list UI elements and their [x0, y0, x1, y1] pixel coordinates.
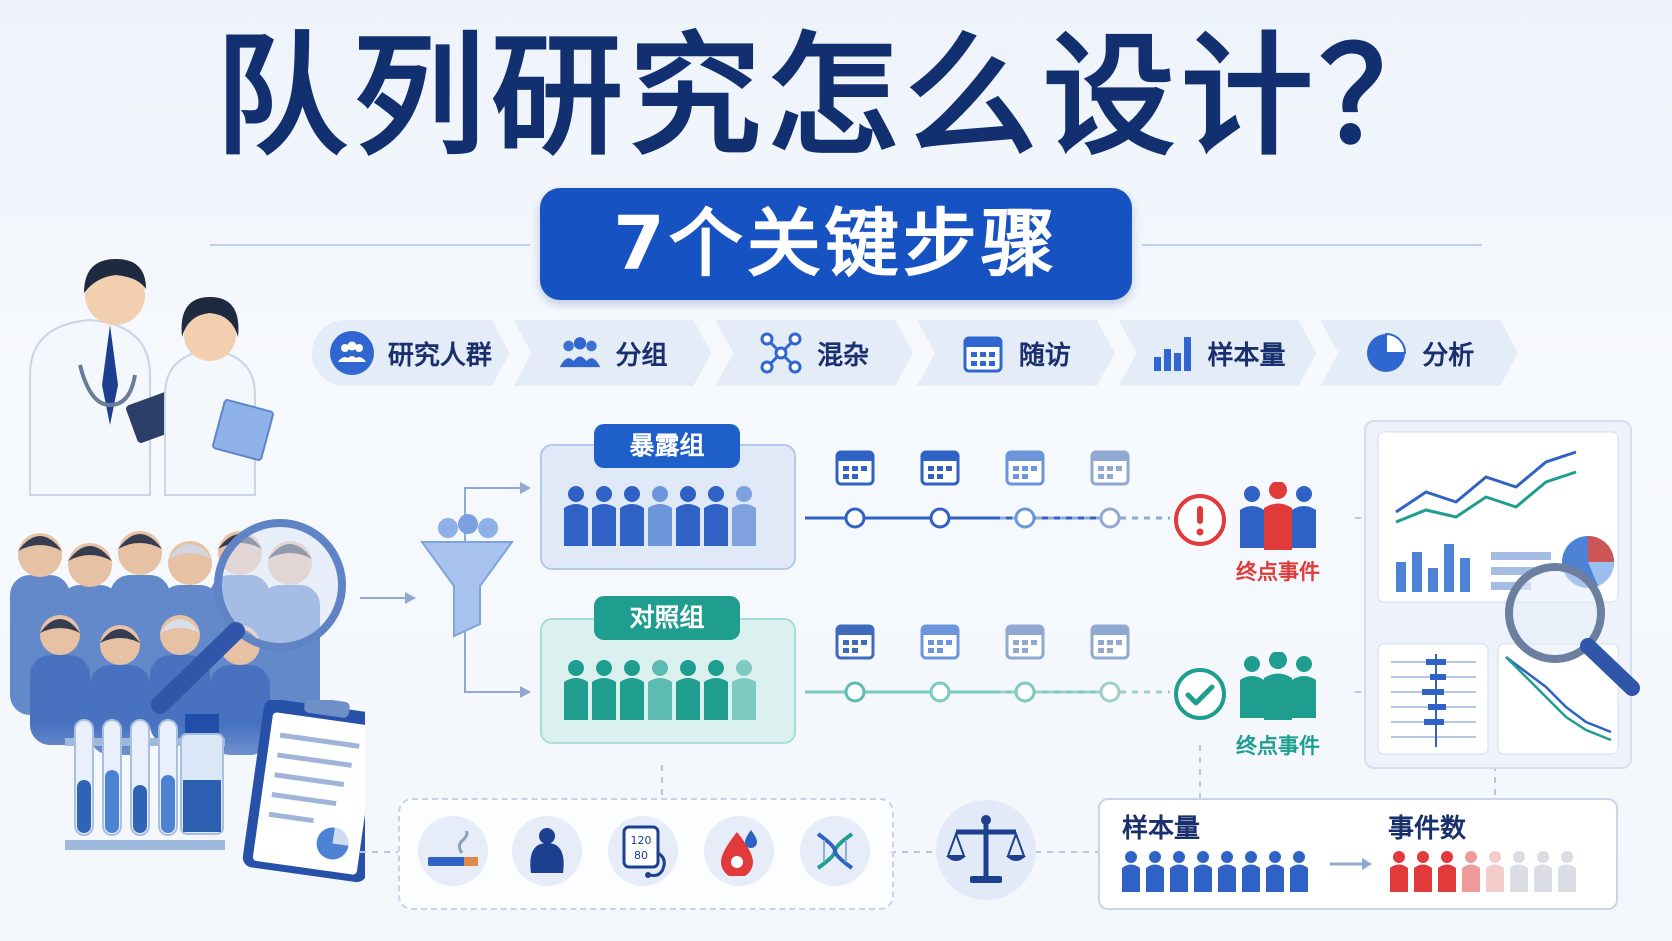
funnel-icon	[420, 514, 514, 638]
page-title: 队列研究怎么设计？	[215, 20, 1457, 174]
exposed-group-label: 暴露组	[594, 424, 740, 468]
step-follow-up[interactable]: 随访	[917, 320, 1115, 386]
obesity-icon	[512, 816, 582, 886]
step-sample-size[interactable]: 样本量	[1119, 320, 1317, 386]
control-endpoint-label: 终点事件	[1236, 734, 1320, 758]
step-grouping[interactable]: 分组	[514, 320, 712, 386]
test-tube-icon	[74, 719, 178, 836]
step-analysis[interactable]: 分析	[1320, 320, 1518, 386]
people-icon	[330, 331, 374, 375]
control-people-icon	[564, 660, 756, 720]
event-people-icon	[1390, 851, 1576, 892]
bp-diastolic: 80	[634, 849, 648, 862]
timeline-calendar-icon	[835, 450, 1130, 660]
control-group-label: 对照组	[594, 596, 740, 640]
step-label: 分析	[1422, 340, 1475, 371]
subtitle-banner: 7个关键步骤	[540, 188, 1132, 300]
exposed-endpoint-label: 终点事件	[1236, 560, 1320, 584]
analysis-magnifier-icon	[1505, 563, 1640, 696]
bar-chart-icon	[1150, 331, 1194, 375]
arrow-right-icon	[1330, 858, 1372, 870]
step-label: 随访	[1018, 340, 1071, 371]
step-study-population[interactable]: 研究人群	[312, 320, 510, 386]
check-icon	[1174, 668, 1226, 720]
analysis-dashboard	[1364, 420, 1632, 769]
exposed-people-icon	[564, 486, 756, 546]
timeline-node-icon	[844, 507, 1121, 703]
doctor-female-icon	[164, 297, 274, 496]
step-confounding[interactable]: 混杂	[715, 320, 913, 386]
sample-people-icon	[1122, 851, 1308, 892]
calendar-icon	[961, 331, 1005, 375]
lab-samples-illustration	[65, 700, 365, 883]
exposed-endpoint-people-icon	[1240, 482, 1316, 550]
follow-up-timelines	[805, 450, 1170, 703]
group-icon	[558, 331, 602, 375]
magnifier-icon	[151, 519, 346, 714]
sample-people-icons	[1122, 851, 1576, 892]
step-label: 分组	[615, 340, 668, 371]
steps-bar: 研究人群 分组 混杂 随访 样本量 分析	[312, 320, 1522, 386]
dna-icon	[800, 816, 870, 886]
step-label: 混杂	[817, 340, 870, 371]
clipboard-icon	[242, 700, 365, 883]
subtitle-divider-right	[1142, 244, 1482, 246]
pie-chart-icon	[1364, 331, 1408, 375]
smoking-icon	[418, 816, 488, 886]
balance-scale-circle	[936, 800, 1036, 900]
blood-glucose-icon	[704, 816, 774, 886]
balance-scale-icon	[946, 815, 1026, 883]
network-icon	[759, 331, 803, 375]
step-label: 研究人群	[387, 340, 492, 371]
events-label: 事件数	[1388, 814, 1467, 844]
analysis-charts-icon	[1377, 431, 1619, 755]
step-label: 样本量	[1207, 340, 1286, 371]
subtitle-divider-left	[210, 244, 530, 246]
alert-icon	[1174, 494, 1226, 546]
medicine-bottle-icon	[180, 714, 224, 835]
sample-size-label: 样本量	[1122, 814, 1201, 844]
bp-systolic: 120	[631, 834, 652, 847]
control-endpoint-people-icon	[1240, 652, 1316, 720]
